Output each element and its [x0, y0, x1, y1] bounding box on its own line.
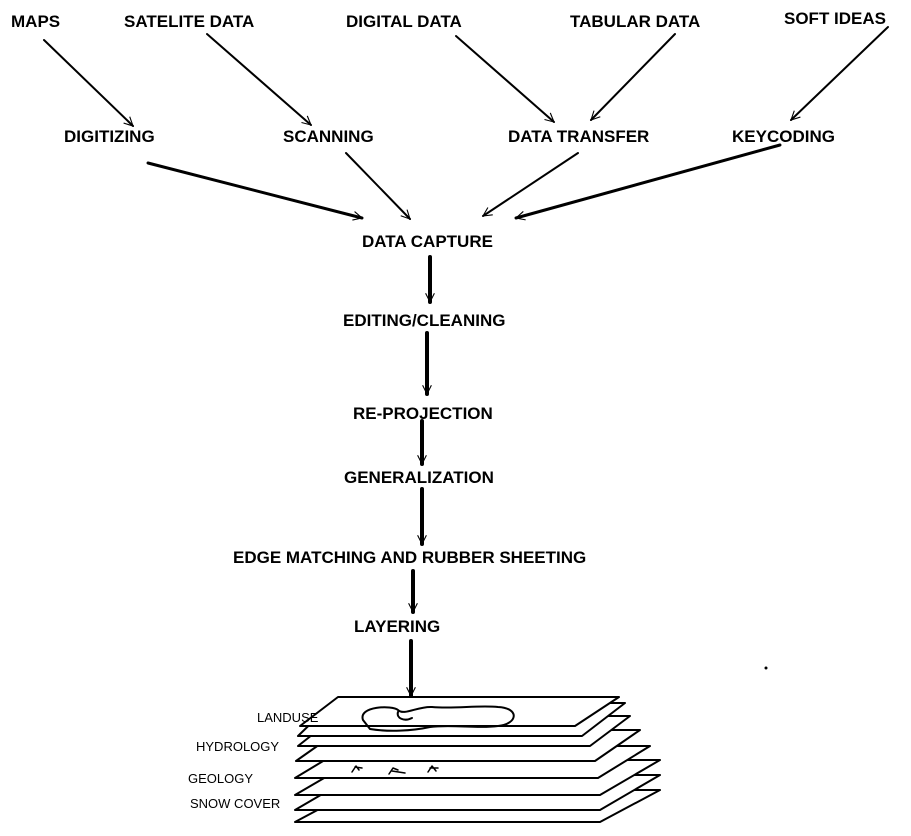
arrow-keycoding-to-capture: [514, 143, 782, 218]
layer-label-geology: GEOLOGY: [188, 771, 253, 786]
arrow-tabular-to-data-transfer: [590, 33, 676, 121]
geology-mark: [388, 767, 406, 775]
step-data-capture: DATA CAPTURE: [362, 232, 493, 251]
source-tabular-data: TABULAR DATA: [570, 12, 700, 31]
step-layering: LAYERING: [354, 617, 440, 636]
step-generalization: GENERALIZATION: [344, 468, 494, 487]
method-keycoding: KEYCODING: [732, 127, 835, 146]
landuse-inner-line: [396, 711, 413, 721]
stray-dot: [764, 666, 768, 670]
layer-stack: [294, 696, 661, 823]
layer-sheet-top: [299, 696, 620, 727]
arrow-data-transfer-to-capture: [483, 152, 579, 217]
layer-label-hydrology: HYDROLOGY: [196, 739, 279, 754]
source-soft-ideas: SOFT IDEAS: [784, 9, 886, 28]
source-maps: MAPS: [11, 12, 60, 31]
layer-label-landuse: LANDUSE: [257, 710, 319, 725]
source-satellite-data: SATELITE DATA: [124, 12, 254, 31]
method-digitizing: DIGITIZING: [64, 127, 155, 146]
arrow-digitizing-to-capture: [146, 161, 364, 218]
arrow-satellite-to-scanning: [206, 33, 312, 126]
landuse-shape: [361, 705, 515, 732]
geology-mark: [351, 765, 363, 773]
arrow-maps-to-digitizing: [43, 39, 134, 127]
arrow-soft-ideas-to-keycoding: [790, 26, 889, 121]
layer-label-snow-cover: SNOW COVER: [190, 796, 280, 811]
step-re-projection: RE-PROJECTION: [353, 404, 493, 423]
arrow-digital-to-data-transfer: [455, 35, 555, 123]
arrow-scanning-to-capture: [345, 152, 411, 220]
step-editing-cleaning: EDITING/CLEANING: [343, 311, 505, 330]
geology-mark: [427, 765, 439, 773]
source-digital-data: DIGITAL DATA: [346, 12, 462, 31]
step-edge-matching: EDGE MATCHING AND RUBBER SHEETING: [233, 548, 586, 567]
method-data-transfer: DATA TRANSFER: [508, 127, 649, 146]
method-scanning: SCANNING: [283, 127, 374, 146]
